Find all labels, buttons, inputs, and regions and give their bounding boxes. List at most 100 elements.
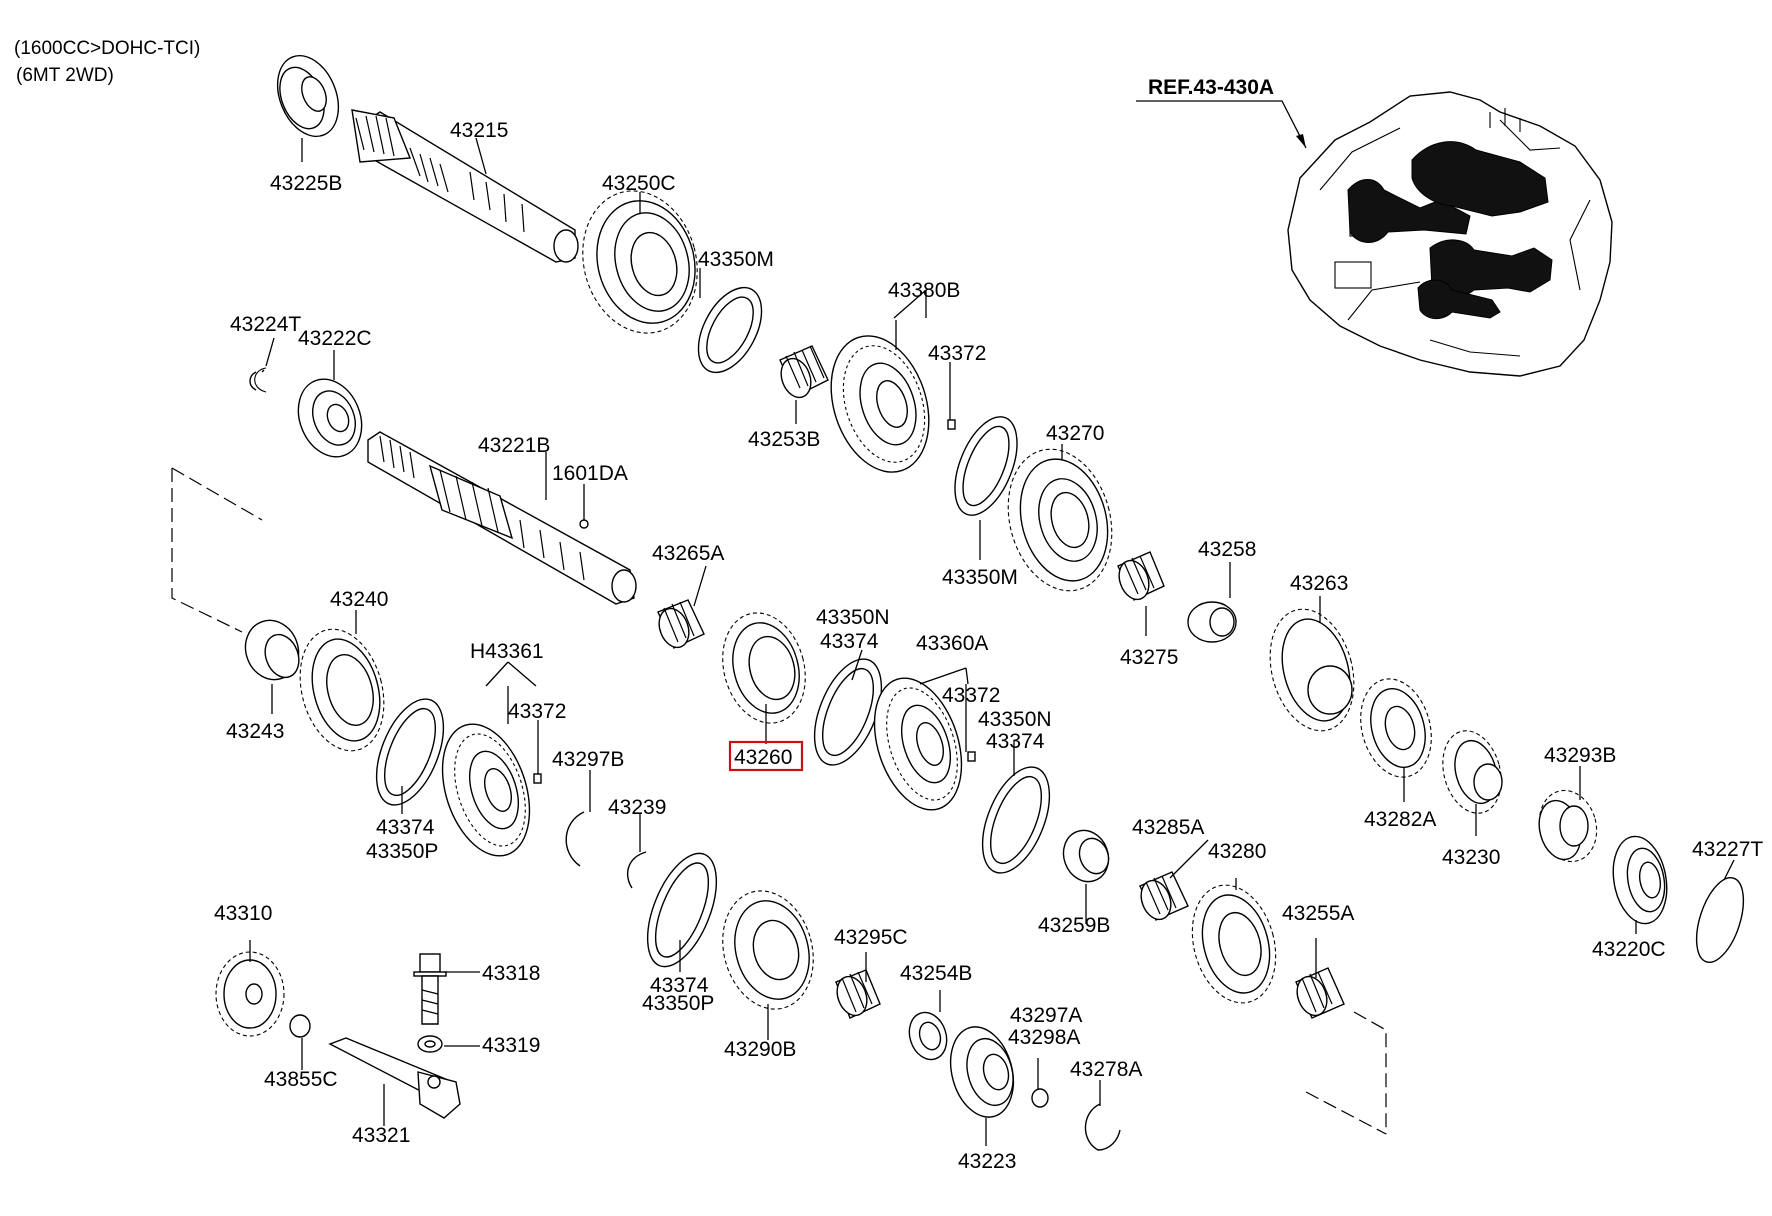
label-43350P-a[interactable]: 43350P xyxy=(366,840,438,863)
synchro-ring-43350N-b[interactable] xyxy=(969,758,1063,883)
synchro-hub-43380B[interactable] xyxy=(815,323,946,485)
washer-43254B[interactable] xyxy=(903,1008,952,1065)
bearing-43222C[interactable] xyxy=(287,370,373,467)
label-43260[interactable]: 43260 xyxy=(734,746,792,769)
output-shaft-43215[interactable] xyxy=(351,109,579,263)
label-43380B[interactable]: 43380B xyxy=(888,279,960,302)
label-43285A[interactable]: 43285A xyxy=(1132,816,1204,839)
label-43297A[interactable]: 43297A xyxy=(1010,1004,1082,1027)
label-1601DA[interactable]: 1601DA xyxy=(552,462,628,485)
label-43372-c[interactable]: 43372 xyxy=(942,684,1000,707)
snap-ring-43297B[interactable] xyxy=(565,811,585,867)
needle-bearing-43285A[interactable] xyxy=(1136,871,1189,924)
synchro-ring-43350P-b[interactable] xyxy=(634,844,731,976)
key-43372-c[interactable] xyxy=(967,751,976,762)
gear-43240[interactable] xyxy=(287,620,396,760)
label-43310[interactable]: 43310 xyxy=(214,902,272,925)
bushing-43258[interactable] xyxy=(1187,601,1237,643)
synchro-ring-43350M-a[interactable] xyxy=(685,277,774,383)
gear-43260[interactable] xyxy=(711,604,817,733)
bushing-43243[interactable] xyxy=(237,613,306,687)
gear-43290B[interactable] xyxy=(710,881,826,1020)
label-43297B[interactable]: 43297B xyxy=(552,748,624,771)
bearing-43225B[interactable] xyxy=(266,47,349,146)
gear-43263[interactable] xyxy=(1257,600,1366,740)
label-43855C[interactable]: 43855C xyxy=(264,1068,338,1091)
label-43372-a[interactable]: 43372 xyxy=(928,342,986,365)
snap-ring-43227T[interactable] xyxy=(1687,872,1752,968)
label-43258[interactable]: 43258 xyxy=(1198,538,1256,561)
bolt-43318[interactable] xyxy=(413,953,447,1025)
label-43374-c[interactable]: 43374 xyxy=(986,730,1045,753)
key-43372-a[interactable] xyxy=(947,419,956,430)
synchro-ring-43350N-a[interactable] xyxy=(801,650,895,775)
label-43374-b[interactable]: 43374 xyxy=(820,630,879,653)
label-43318[interactable]: 43318 xyxy=(482,962,540,985)
washer-43298A[interactable] xyxy=(1031,1088,1049,1108)
label-43350N-a[interactable]: 43350N xyxy=(816,606,890,629)
snap-ring-43278A[interactable] xyxy=(1084,1103,1121,1151)
gear-43230[interactable] xyxy=(1434,724,1510,820)
synchro-ring-43350P-a[interactable] xyxy=(363,690,457,815)
label-43374-a[interactable]: 43374 xyxy=(376,816,435,839)
label-43230[interactable]: 43230 xyxy=(1442,846,1500,869)
needle-bearing-43253B[interactable] xyxy=(776,345,829,402)
gear-43282A[interactable] xyxy=(1350,671,1442,785)
label-43222C[interactable]: 43222C xyxy=(298,327,372,350)
label-43350M-b[interactable]: 43350M xyxy=(942,566,1018,589)
label-43221B[interactable]: 43221B xyxy=(478,434,550,457)
label-43374-d[interactable]: 43374 xyxy=(650,974,709,997)
label-43259B[interactable]: 43259B xyxy=(1038,914,1110,937)
plug-1601DA[interactable] xyxy=(579,519,589,529)
label-43255A[interactable]: 43255A xyxy=(1282,902,1354,925)
label-43265A[interactable]: 43265A xyxy=(652,542,724,565)
bushing-43259B[interactable] xyxy=(1056,824,1115,888)
label-43240[interactable]: 43240 xyxy=(330,588,388,611)
label-43220C[interactable]: 43220C xyxy=(1592,938,1666,961)
label-43350N-b[interactable]: 43350N xyxy=(978,708,1052,731)
gear-43293B[interactable] xyxy=(1532,784,1605,868)
label-43227T[interactable]: 43227T xyxy=(1692,838,1763,861)
input-shaft-43221B[interactable] xyxy=(367,431,637,605)
label-43295C[interactable]: 43295C xyxy=(834,926,908,949)
bearing-43220C[interactable] xyxy=(1607,832,1673,928)
idler-shaft-43321[interactable] xyxy=(328,1037,461,1119)
snap-ring-43224T[interactable] xyxy=(249,369,265,391)
label-43321[interactable]: 43321 xyxy=(352,1124,410,1147)
synchro-ring-43350M-b[interactable] xyxy=(942,408,1029,524)
snap-ring-43239[interactable] xyxy=(626,851,647,889)
label-43290B[interactable]: 43290B xyxy=(724,1038,796,1061)
label-43270[interactable]: 43270 xyxy=(1046,422,1104,445)
needle-bearing-43255A[interactable] xyxy=(1292,967,1345,1020)
label-43223[interactable]: 43223 xyxy=(958,1150,1016,1173)
label-43225B[interactable]: 43225B xyxy=(270,172,342,195)
key-43372-b[interactable] xyxy=(533,773,542,784)
bearing-43223[interactable] xyxy=(941,1020,1023,1124)
label-43298A[interactable]: 43298A xyxy=(1008,1026,1080,1049)
label-43215[interactable]: 43215 xyxy=(450,119,508,142)
snap-ring-43855C[interactable] xyxy=(289,1014,311,1038)
washer-43319[interactable] xyxy=(417,1035,443,1053)
gear-43270[interactable] xyxy=(993,438,1127,603)
label-43350M-a[interactable]: 43350M xyxy=(698,248,774,271)
label-43275[interactable]: 43275 xyxy=(1120,646,1178,669)
label-43239[interactable]: 43239 xyxy=(608,796,666,819)
label-43282A[interactable]: 43282A xyxy=(1364,808,1436,831)
needle-bearing-43295C[interactable] xyxy=(832,969,881,1020)
gear-43250C[interactable] xyxy=(567,178,712,346)
label-43250C[interactable]: 43250C xyxy=(602,172,676,195)
label-43372-b[interactable]: 43372 xyxy=(508,700,566,723)
idler-gear-43310[interactable] xyxy=(215,951,285,1037)
label-43254B[interactable]: 43254B xyxy=(900,962,972,985)
needle-bearing-43265A[interactable] xyxy=(654,599,705,652)
label-43360A[interactable]: 43360A xyxy=(916,632,988,655)
label-43319[interactable]: 43319 xyxy=(482,1034,540,1057)
label-43224T[interactable]: 43224T xyxy=(230,313,301,336)
label-43278A[interactable]: 43278A xyxy=(1070,1058,1142,1081)
label-43280[interactable]: 43280 xyxy=(1208,840,1266,863)
label-H43361[interactable]: H43361 xyxy=(470,640,544,663)
gear-43280[interactable] xyxy=(1180,876,1288,1013)
label-43253B[interactable]: 43253B xyxy=(748,428,820,451)
synchro-hub-H43361[interactable] xyxy=(427,713,545,867)
needle-bearing-43275[interactable] xyxy=(1114,551,1165,604)
